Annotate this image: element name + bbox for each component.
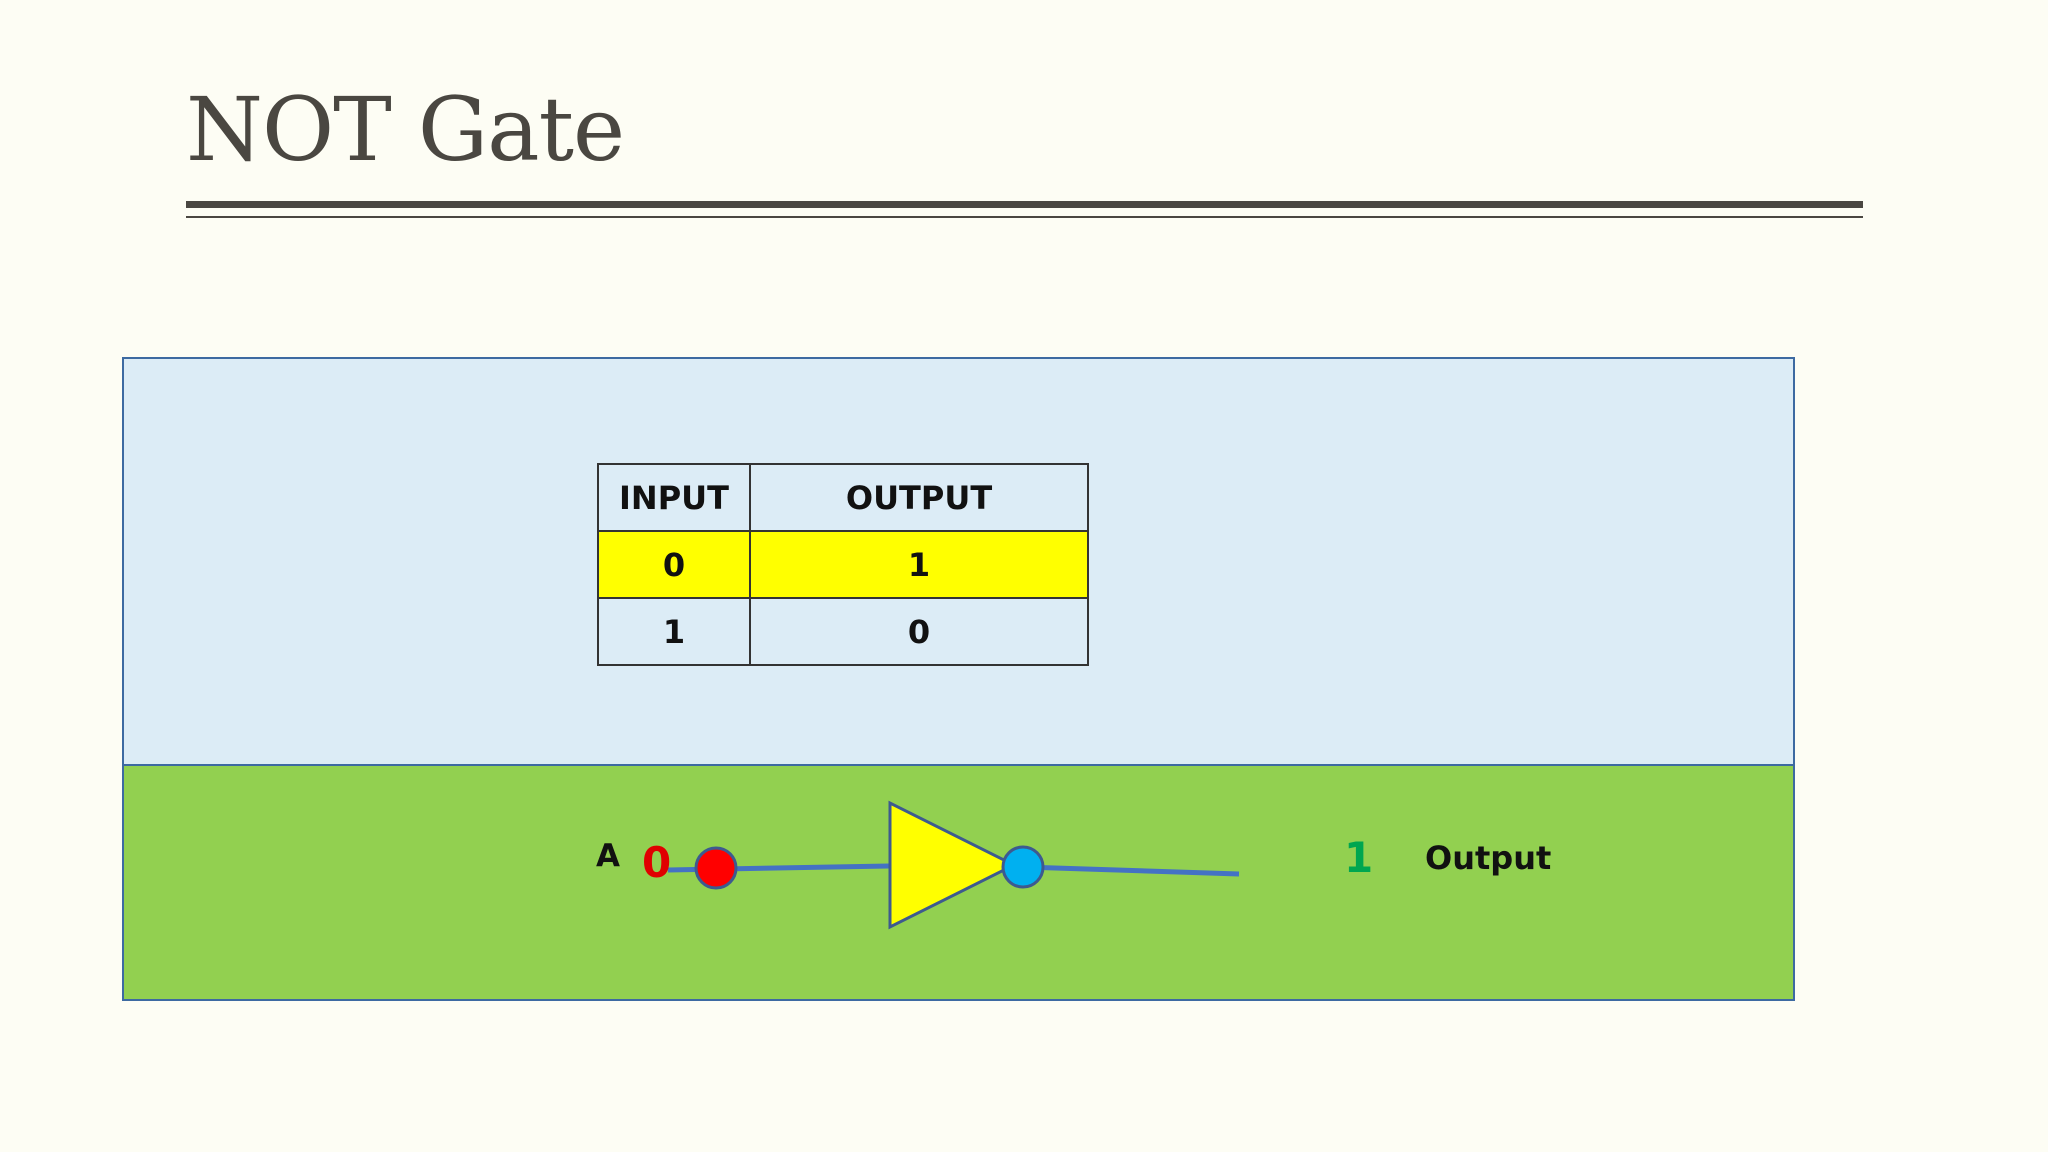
input-value: 0 [642, 838, 671, 887]
table-row: 0 1 [597, 530, 1089, 599]
not-gate-circuit: A 0 1 Output [596, 800, 1551, 930]
slide-title: NOT Gate [186, 78, 625, 181]
not-gate-figure: INPUT OUTPUT 0 1 1 0 A [122, 357, 1795, 1001]
cell-input: 1 [597, 597, 751, 666]
circuit-panel: A 0 1 Output [124, 766, 1793, 999]
table-row: 1 0 [597, 597, 1089, 666]
output-wire [1023, 864, 1240, 877]
cell-output: 0 [749, 597, 1089, 666]
title-rule-thick [186, 201, 1863, 208]
cell-output: 1 [749, 530, 1089, 599]
header-input: INPUT [597, 463, 751, 532]
header-output: OUTPUT [749, 463, 1089, 532]
not-gate-triangle-icon [888, 800, 1018, 930]
truth-table-panel: INPUT OUTPUT 0 1 1 0 [124, 359, 1793, 766]
truth-table: INPUT OUTPUT 0 1 1 0 [597, 463, 1089, 666]
output-label: Output [1425, 839, 1551, 877]
output-value: 1 [1344, 833, 1373, 882]
input-label: A [596, 838, 620, 874]
inversion-bubble [1001, 845, 1045, 889]
title-rule-thin [186, 216, 1863, 218]
input-dot [694, 846, 738, 890]
cell-input: 0 [597, 530, 751, 599]
truth-table-header-row: INPUT OUTPUT [597, 463, 1089, 532]
